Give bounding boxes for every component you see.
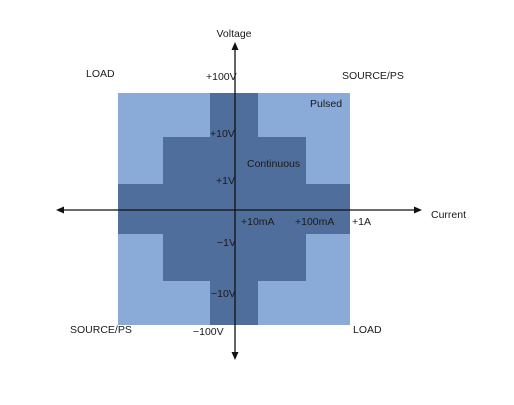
current-axis-title: Current: [431, 209, 467, 221]
tick-label-plus-100v: +100V: [206, 71, 237, 83]
tick-label-100ma: +100mA: [295, 216, 335, 228]
voltage-axis-arrow-up: [231, 42, 239, 50]
tick-label-minus-10v: −10V: [211, 288, 236, 300]
voltage-axis-arrow-down: [231, 352, 239, 360]
tick-label-plus-1v: +1V: [216, 175, 235, 187]
pulsed-region-label: Pulsed: [310, 98, 343, 110]
tick-label-10ma: +10mA: [241, 216, 275, 228]
quadrant-label-top-right: SOURCE/PS: [342, 70, 404, 82]
quadrant-label-bottom-left: SOURCE/PS: [70, 324, 132, 336]
continuous-region-label: Continuous: [247, 158, 301, 170]
tick-label-plus-10v: +10V: [210, 128, 235, 140]
current-axis-arrow-left: [56, 206, 64, 214]
current-axis-arrow-right: [414, 206, 422, 214]
continuous-region: [118, 93, 350, 325]
voltage-axis-title: Voltage: [216, 28, 252, 40]
tick-label-minus-100v: −100V: [193, 326, 224, 338]
quadrant-label-top-left: LOAD: [86, 68, 115, 80]
quadrant-label-bottom-right: LOAD: [353, 324, 382, 336]
tick-label-1a: +1A: [352, 216, 371, 228]
tick-label-minus-1v: −1V: [217, 237, 236, 249]
